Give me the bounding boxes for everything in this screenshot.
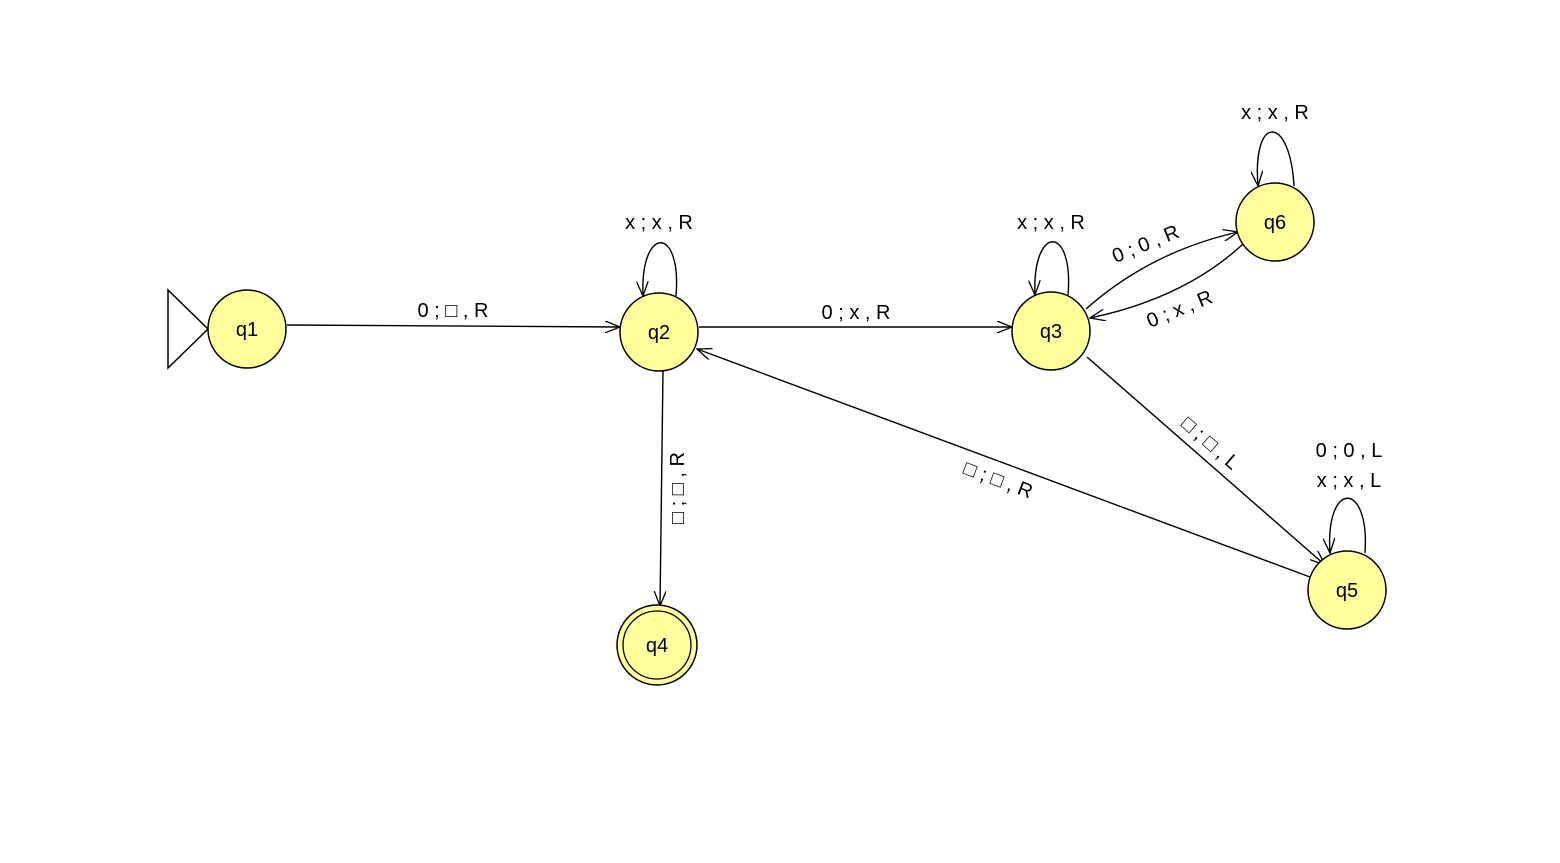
state-label: q5 [1336, 580, 1358, 602]
label-q5-q5-b: x ; x , L [1317, 470, 1381, 492]
loop-q2[interactable] [643, 242, 678, 296]
state-q1[interactable]: q1 [207, 289, 287, 369]
state-label: q1 [236, 319, 258, 341]
label-q1-q2: 0 ; □ , R [418, 300, 489, 322]
state-q3[interactable]: q3 [1011, 291, 1091, 371]
label-q2-q2: x ; x , R [625, 212, 693, 234]
label-q2-q3: 0 ; x , R [822, 302, 891, 324]
transition-q6-q3[interactable] [1090, 243, 1244, 318]
state-q6[interactable]: q6 [1235, 182, 1315, 262]
transition-q1-q2[interactable] [286, 325, 620, 327]
label-q3-q3: x ; x , R [1017, 212, 1085, 234]
loop-q3[interactable] [1035, 241, 1070, 295]
state-label: q3 [1040, 321, 1062, 343]
state-q4-final[interactable]: q4 [616, 604, 698, 686]
label-q5-q2: □ ; □ , R [961, 457, 1036, 503]
transition-q5-q2[interactable] [697, 349, 1311, 578]
state-q2[interactable]: q2 [619, 292, 699, 372]
label-q2-q4: □ ; □ , R [667, 452, 689, 524]
loop-q5[interactable] [1330, 497, 1367, 553]
state-label: q6 [1264, 212, 1286, 234]
state-label: q2 [648, 322, 670, 344]
label-q3-q6: 0 ; 0 , R [1109, 221, 1182, 268]
state-q5[interactable]: q5 [1307, 550, 1387, 630]
transition-q2-q4[interactable] [660, 370, 663, 606]
label-q6-q3: 0 ; x , R [1144, 286, 1216, 332]
label-q6-q6: x ; x , R [1241, 102, 1309, 124]
state-label: q4 [646, 635, 668, 657]
loop-q6[interactable] [1257, 131, 1295, 186]
initial-state-arrow [167, 288, 210, 370]
transition-q3-q5[interactable] [1086, 356, 1325, 565]
label-q5-q5-a: 0 ; 0 , L [1316, 440, 1383, 462]
transition-q3-q6[interactable] [1085, 232, 1238, 310]
